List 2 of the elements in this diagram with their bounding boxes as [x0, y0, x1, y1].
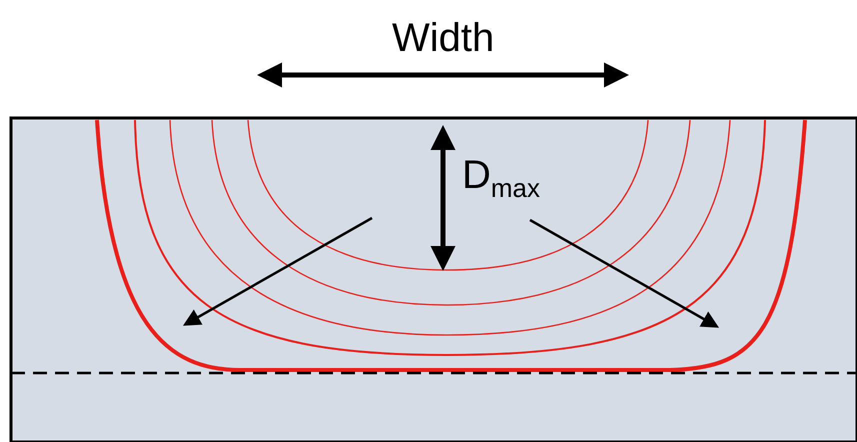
depth-label: D$_{max}$ [462, 155, 540, 202]
dimension-label: Width [392, 18, 494, 58]
